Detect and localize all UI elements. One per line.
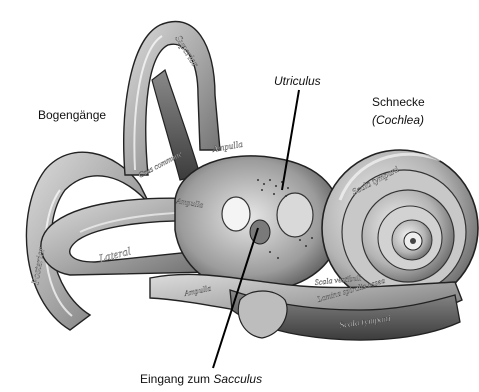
lower-duct (150, 274, 462, 340)
label-eingang-prefix: Eingang zum (140, 372, 213, 386)
vestibule (175, 156, 341, 292)
label-eingang-zum-sacculus: Eingang zum Sacculus (140, 372, 262, 386)
label-cochlea: (Cochlea) (372, 113, 424, 127)
label-schnecke: Schnecke (372, 95, 425, 109)
label-bogengaenge: Bogengänge (38, 108, 106, 122)
label-utriculus: Utriculus (274, 74, 321, 88)
label-sacculus: Sacculus (213, 372, 262, 386)
